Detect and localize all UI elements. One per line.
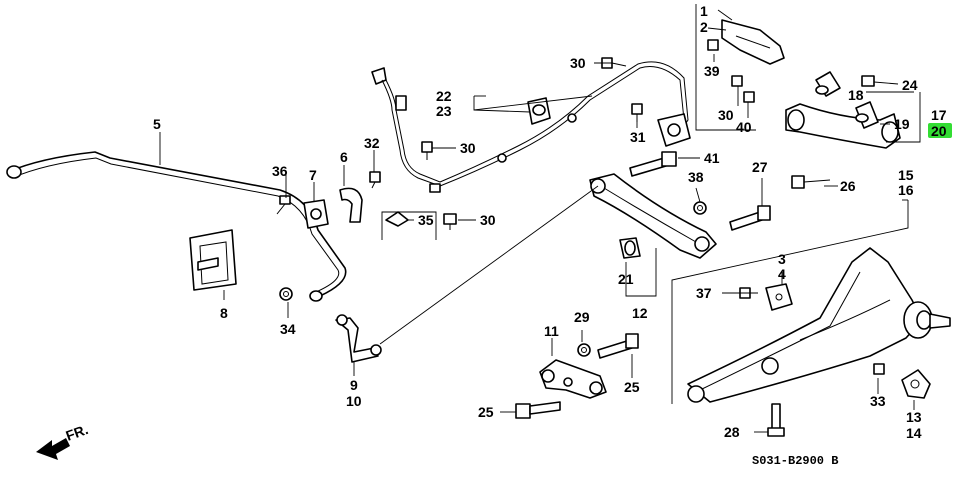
callout-13[interactable]: 13 (906, 409, 922, 425)
upper-arm-bushing-19[interactable] (855, 101, 879, 129)
diagram-code: S031-B2900 B (752, 454, 838, 468)
callout-17[interactable]: 17 (931, 107, 947, 123)
callout-26[interactable]: 26 (840, 178, 856, 194)
callout-29[interactable]: 29 (574, 309, 590, 325)
nut-33[interactable] (873, 363, 885, 375)
callout-2[interactable]: 2 (700, 19, 708, 35)
callout-30-mid[interactable]: 30 (460, 140, 476, 156)
callout-31[interactable]: 31 (630, 129, 646, 145)
bolt-32[interactable] (369, 171, 381, 189)
callout-5[interactable]: 5 (153, 116, 161, 132)
callout-30-top[interactable]: 30 (570, 55, 586, 71)
nut-29[interactable] (577, 343, 591, 357)
callout-10[interactable]: 10 (346, 393, 362, 409)
upper-arm[interactable] (785, 103, 901, 149)
front-direction-arrow-icon: FR. (36, 421, 90, 460)
leader-lines (159, 4, 921, 433)
bolt-30-lower[interactable] (443, 213, 457, 230)
callout-19[interactable]: 19 (894, 116, 910, 132)
callout-20[interactable]: 20 (931, 123, 947, 139)
callout-15[interactable]: 15 (898, 167, 914, 183)
grommet-35[interactable] (385, 211, 409, 227)
callout-27[interactable]: 27 (752, 159, 768, 175)
bolt-40[interactable] (743, 91, 755, 103)
bolt-26[interactable] (791, 175, 831, 189)
callout-11[interactable]: 11 (544, 323, 559, 339)
nut-34[interactable] (279, 287, 293, 301)
callout-37[interactable]: 37 (696, 285, 712, 301)
callout-9[interactable]: 9 (350, 377, 358, 393)
bolt-30-bracket[interactable] (731, 75, 743, 87)
lower-arm-bushing-21[interactable] (619, 237, 641, 259)
lower-arm[interactable] (589, 173, 717, 259)
callout-34[interactable]: 34 (280, 321, 296, 337)
bolt-30-mid[interactable] (421, 141, 433, 160)
callout-labels: 5 8 36 7 6 32 34 9 10 35 30 30 22 23 30 … (153, 3, 947, 441)
callout-41[interactable]: 41 (704, 150, 720, 166)
callout-18[interactable]: 18 (848, 87, 864, 103)
callout-35[interactable]: 35 (418, 212, 434, 228)
callout-16[interactable]: 16 (898, 182, 914, 198)
callout-30-bracket[interactable]: 30 (718, 107, 734, 123)
callout-24[interactable]: 24 (902, 77, 918, 93)
harness-clip-22-23[interactable] (527, 97, 551, 125)
trailing-arm[interactable] (687, 247, 923, 403)
bolt-24[interactable] (861, 75, 875, 87)
callout-1[interactable]: 1 (700, 3, 708, 19)
upper-mount-bracket[interactable] (721, 19, 785, 65)
stabilizer-bushing[interactable] (303, 199, 329, 229)
compensator-arm[interactable] (539, 359, 607, 399)
front-label: FR. (64, 421, 91, 444)
upper-arm-bushing-18[interactable] (815, 71, 841, 97)
callout-25-left[interactable]: 25 (478, 404, 494, 420)
bolt-39[interactable] (707, 39, 719, 51)
callout-23[interactable]: 23 (436, 103, 452, 119)
bushing-holder[interactable] (339, 187, 363, 223)
bolt-28[interactable] (767, 403, 785, 437)
bracket-3-4[interactable] (765, 283, 793, 311)
callout-4[interactable]: 4 (778, 266, 786, 282)
callout-21[interactable]: 21 (618, 271, 634, 287)
callout-8[interactable]: 8 (220, 305, 228, 321)
callout-14[interactable]: 14 (906, 425, 922, 441)
callout-33[interactable]: 33 (870, 393, 886, 409)
callout-6[interactable]: 6 (340, 149, 348, 165)
callout-39[interactable]: 39 (704, 63, 720, 79)
abs-sensor[interactable] (657, 113, 691, 147)
highlighted-part-marker (928, 123, 952, 138)
stabilizer-bracket[interactable] (189, 229, 237, 291)
callout-12[interactable]: 12 (632, 305, 648, 321)
flange-bolt-41[interactable] (629, 151, 677, 177)
bolt-31[interactable] (631, 103, 643, 122)
callout-30-lower[interactable]: 30 (480, 212, 496, 228)
callout-3[interactable]: 3 (778, 251, 786, 267)
abs-sensor-harness[interactable] (371, 61, 689, 193)
callout-38[interactable]: 38 (688, 169, 704, 185)
stabilizer-bar[interactable] (6, 151, 347, 302)
brake-splash-shield[interactable] (901, 369, 931, 399)
callout-22[interactable]: 22 (436, 88, 452, 104)
flange-bolt-27[interactable] (729, 205, 771, 231)
callout-28[interactable]: 28 (724, 424, 740, 440)
bolt-25-left[interactable] (515, 401, 561, 419)
nut-38[interactable] (693, 201, 707, 215)
flange-bolt-36[interactable] (276, 195, 291, 215)
stabilizer-link[interactable] (335, 314, 382, 363)
callout-25-right[interactable]: 25 (624, 379, 640, 395)
callout-36[interactable]: 36 (272, 163, 288, 179)
hub-flange[interactable] (903, 301, 951, 339)
callout-32[interactable]: 32 (364, 135, 380, 151)
callout-7[interactable]: 7 (309, 167, 317, 183)
bolt-25-right[interactable] (597, 333, 639, 359)
callout-40[interactable]: 40 (736, 119, 752, 135)
